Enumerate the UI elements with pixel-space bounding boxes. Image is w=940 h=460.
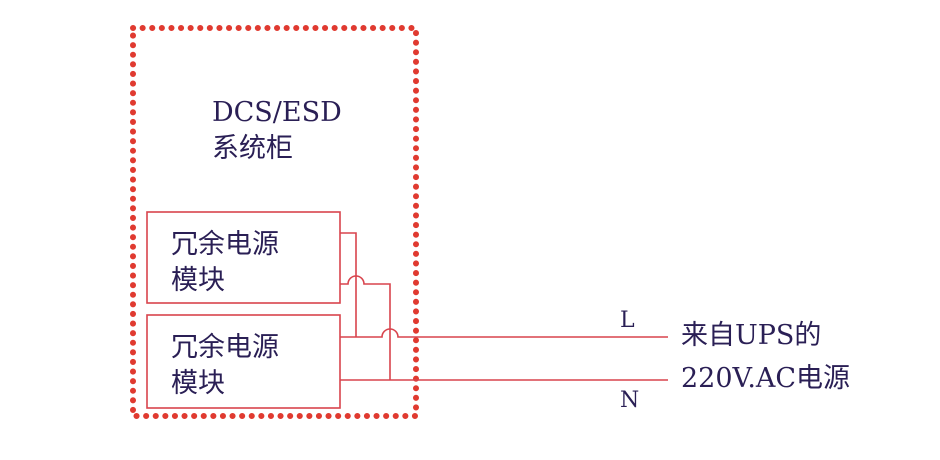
source-label-line2: 220V.AC电源	[681, 363, 851, 394]
cabinet-title-line1: DCS/ESD	[212, 97, 342, 128]
power-module-top-label-line2: 模块	[171, 265, 225, 296]
live-bus-wire	[340, 328, 668, 338]
cabinet-title-line2: 系统柜	[212, 133, 293, 164]
live-wire-label: L	[620, 308, 635, 333]
top-module-live-wire	[340, 232, 357, 337]
internal-wiring	[340, 232, 668, 381]
neutral-wire-label: N	[620, 388, 640, 413]
power-module-box-bottom	[146, 314, 341, 409]
power-module-box-top	[146, 211, 341, 304]
power-module-bottom-label-line2: 模块	[171, 368, 225, 399]
source-label-line1: 来自UPS的	[681, 320, 822, 351]
power-module-top-label-line1: 冗余电源	[171, 229, 279, 260]
top-module-neutral-wire	[340, 275, 391, 380]
power-module-bottom-label-line1: 冗余电源	[171, 332, 279, 363]
cabinet-dotted-border	[130, 25, 419, 419]
